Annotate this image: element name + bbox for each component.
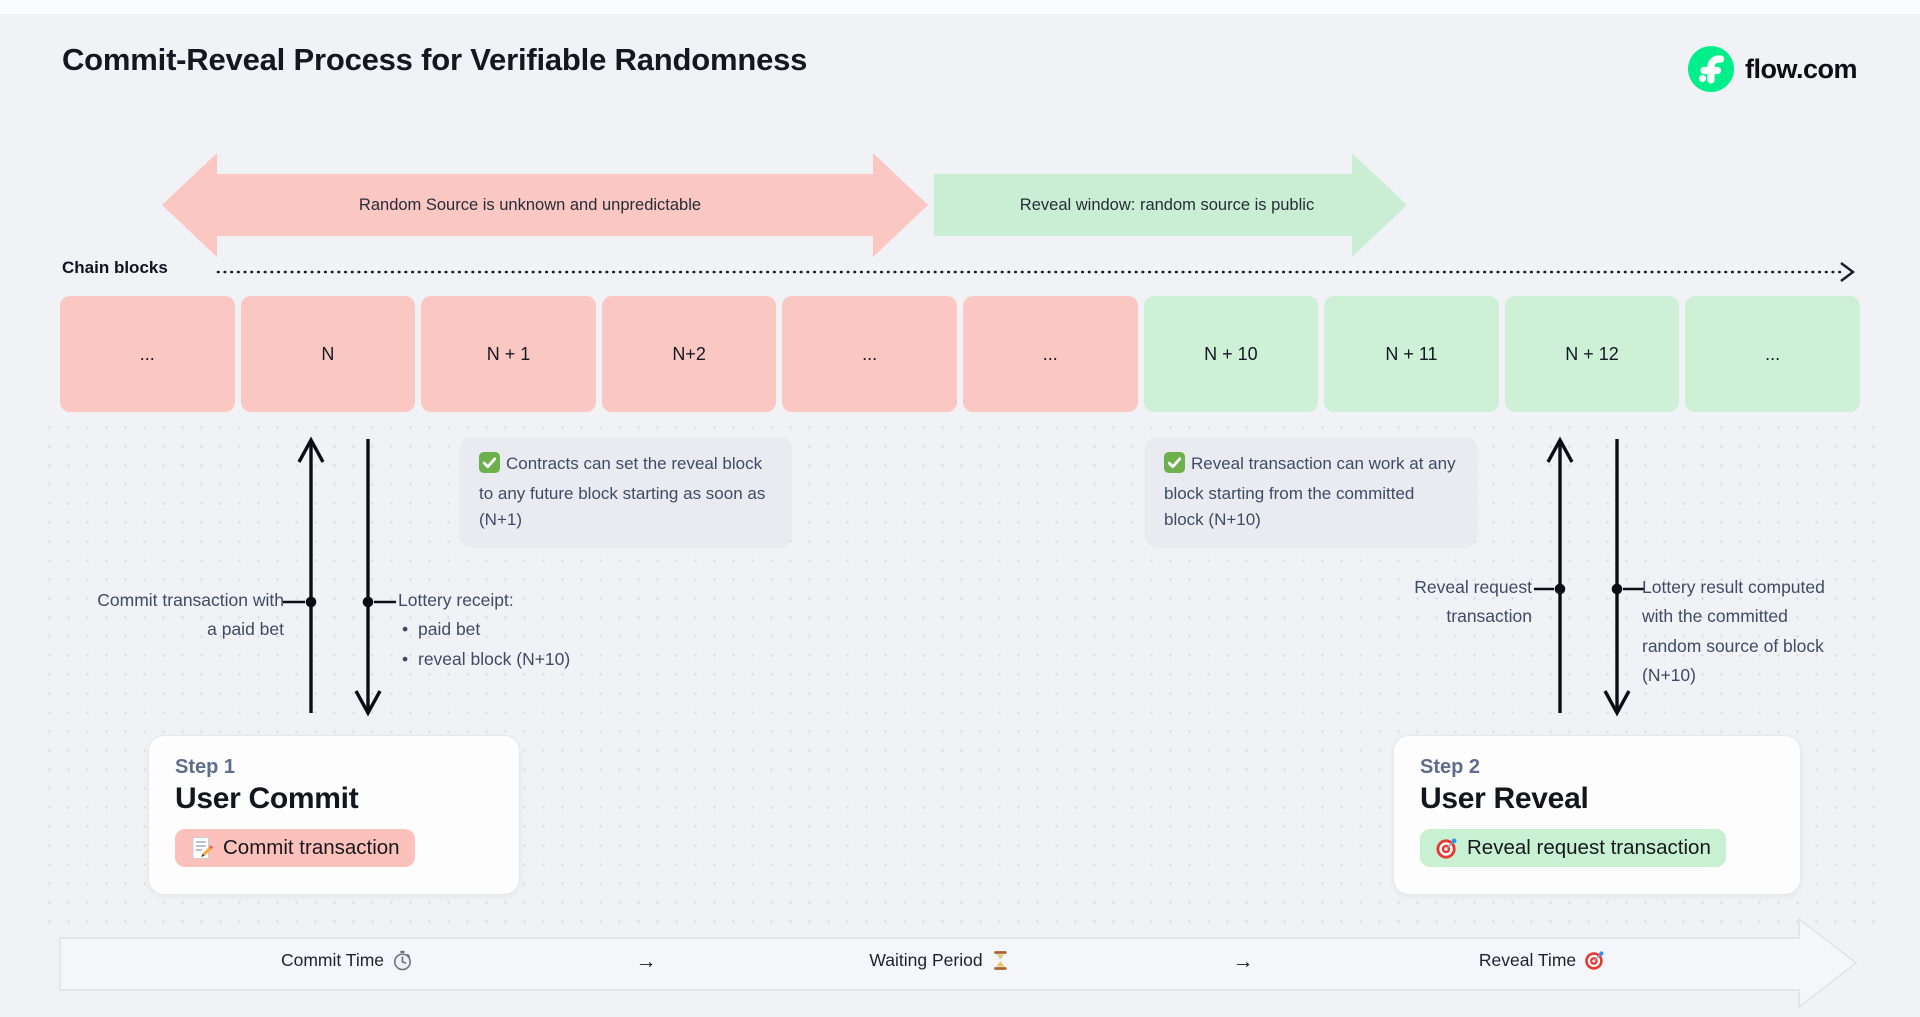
stopwatch-icon	[394, 950, 412, 971]
reveal-pill-label: Reveal request transaction	[1467, 836, 1711, 859]
step-card-user-reveal: Step 2 User Reveal Reveal request transa…	[1393, 735, 1801, 895]
chain-block-n1: N + 1	[421, 296, 596, 412]
commit-tx-annotation: Commit transaction with a paid bet	[97, 590, 284, 640]
timeline-arrow: →	[1232, 950, 1254, 973]
step-card-user-commit: Step 1 User Commit Commit transaction	[148, 735, 520, 895]
callout-reveal-text: Reveal transaction can work at any block…	[1164, 454, 1456, 529]
hourglass-icon	[994, 951, 1007, 970]
check-icon	[1164, 452, 1185, 481]
timeline-arrow: →	[635, 950, 657, 973]
timeline-commit-time: Commit Time	[281, 950, 413, 971]
phase-label-reveal: Reveal window: random source is public	[1019, 196, 1315, 214]
timeline-commit-label: Commit Time	[280, 950, 385, 970]
commit-pill-label: Commit transaction	[223, 836, 400, 859]
callout-commit-text: Contracts can set the reveal block to an…	[479, 454, 766, 529]
chain-block-n12: N + 12	[1504, 296, 1680, 412]
chain-block: ...	[962, 296, 1138, 412]
top-strip	[0, 0, 1920, 14]
chain-block: ...	[60, 296, 235, 412]
chain-line-arrowhead	[1840, 262, 1855, 282]
target-icon	[1585, 951, 1604, 970]
step-label: Step 2	[1420, 756, 1481, 778]
reveal-request-pill: Reveal request transaction	[1420, 829, 1726, 867]
timeline-reveal-time: Reveal Time	[1479, 950, 1605, 971]
chain-block-n10: N + 10	[1143, 296, 1319, 412]
commit-transaction-pill: Commit transaction	[175, 829, 415, 867]
chain-block-n11: N + 11	[1324, 296, 1499, 412]
chain-block-n2: N+2	[601, 296, 777, 412]
brand-logo[interactable]: flow.com	[1688, 46, 1858, 92]
callout-commit-window: Contracts can set the reveal block to an…	[460, 437, 792, 547]
brand-name: flow.com	[1745, 53, 1858, 84]
lottery-result-annotation: Lottery result computed with the committ…	[1642, 577, 1825, 686]
chain-blocks-row: ... N N + 1 N+2 ... ... N + 10 N + 11 N …	[60, 296, 1860, 412]
page-title: Commit-Reveal Process for Verifiable Ran…	[62, 42, 808, 77]
reveal-request-annotation: Reveal request transaction	[1414, 577, 1532, 627]
timeline-reveal-label: Reveal Time	[1478, 950, 1577, 970]
target-icon	[1436, 838, 1457, 859]
lottery-receipt-title: Lottery receipt:	[398, 590, 514, 610]
timeline-waiting-period: Waiting Period	[869, 950, 1010, 971]
step-label: Step 1	[175, 756, 236, 778]
receipt-item: paid bet	[398, 615, 628, 645]
step-title: User Reveal	[1420, 782, 1589, 815]
lottery-receipt-annotation: Lottery receipt: paid bet reveal block (…	[398, 586, 628, 675]
phase-label-unknown: Random Source is unknown and unpredictab…	[358, 196, 702, 214]
flow-icon	[1688, 46, 1734, 92]
chain-blocks-label: Chain blocks	[62, 258, 168, 277]
timeline-waiting-label: Waiting Period	[869, 950, 983, 970]
step-title: User Commit	[175, 782, 359, 815]
callout-reveal-window: Reveal transaction can work at any block…	[1145, 437, 1477, 547]
check-icon	[479, 452, 500, 481]
chain-block: ...	[1685, 296, 1860, 412]
receipt-item: reveal block (N+10)	[398, 645, 628, 675]
memo-icon	[192, 837, 214, 859]
chain-block: ...	[782, 296, 957, 412]
chain-block-n: N	[240, 296, 416, 412]
